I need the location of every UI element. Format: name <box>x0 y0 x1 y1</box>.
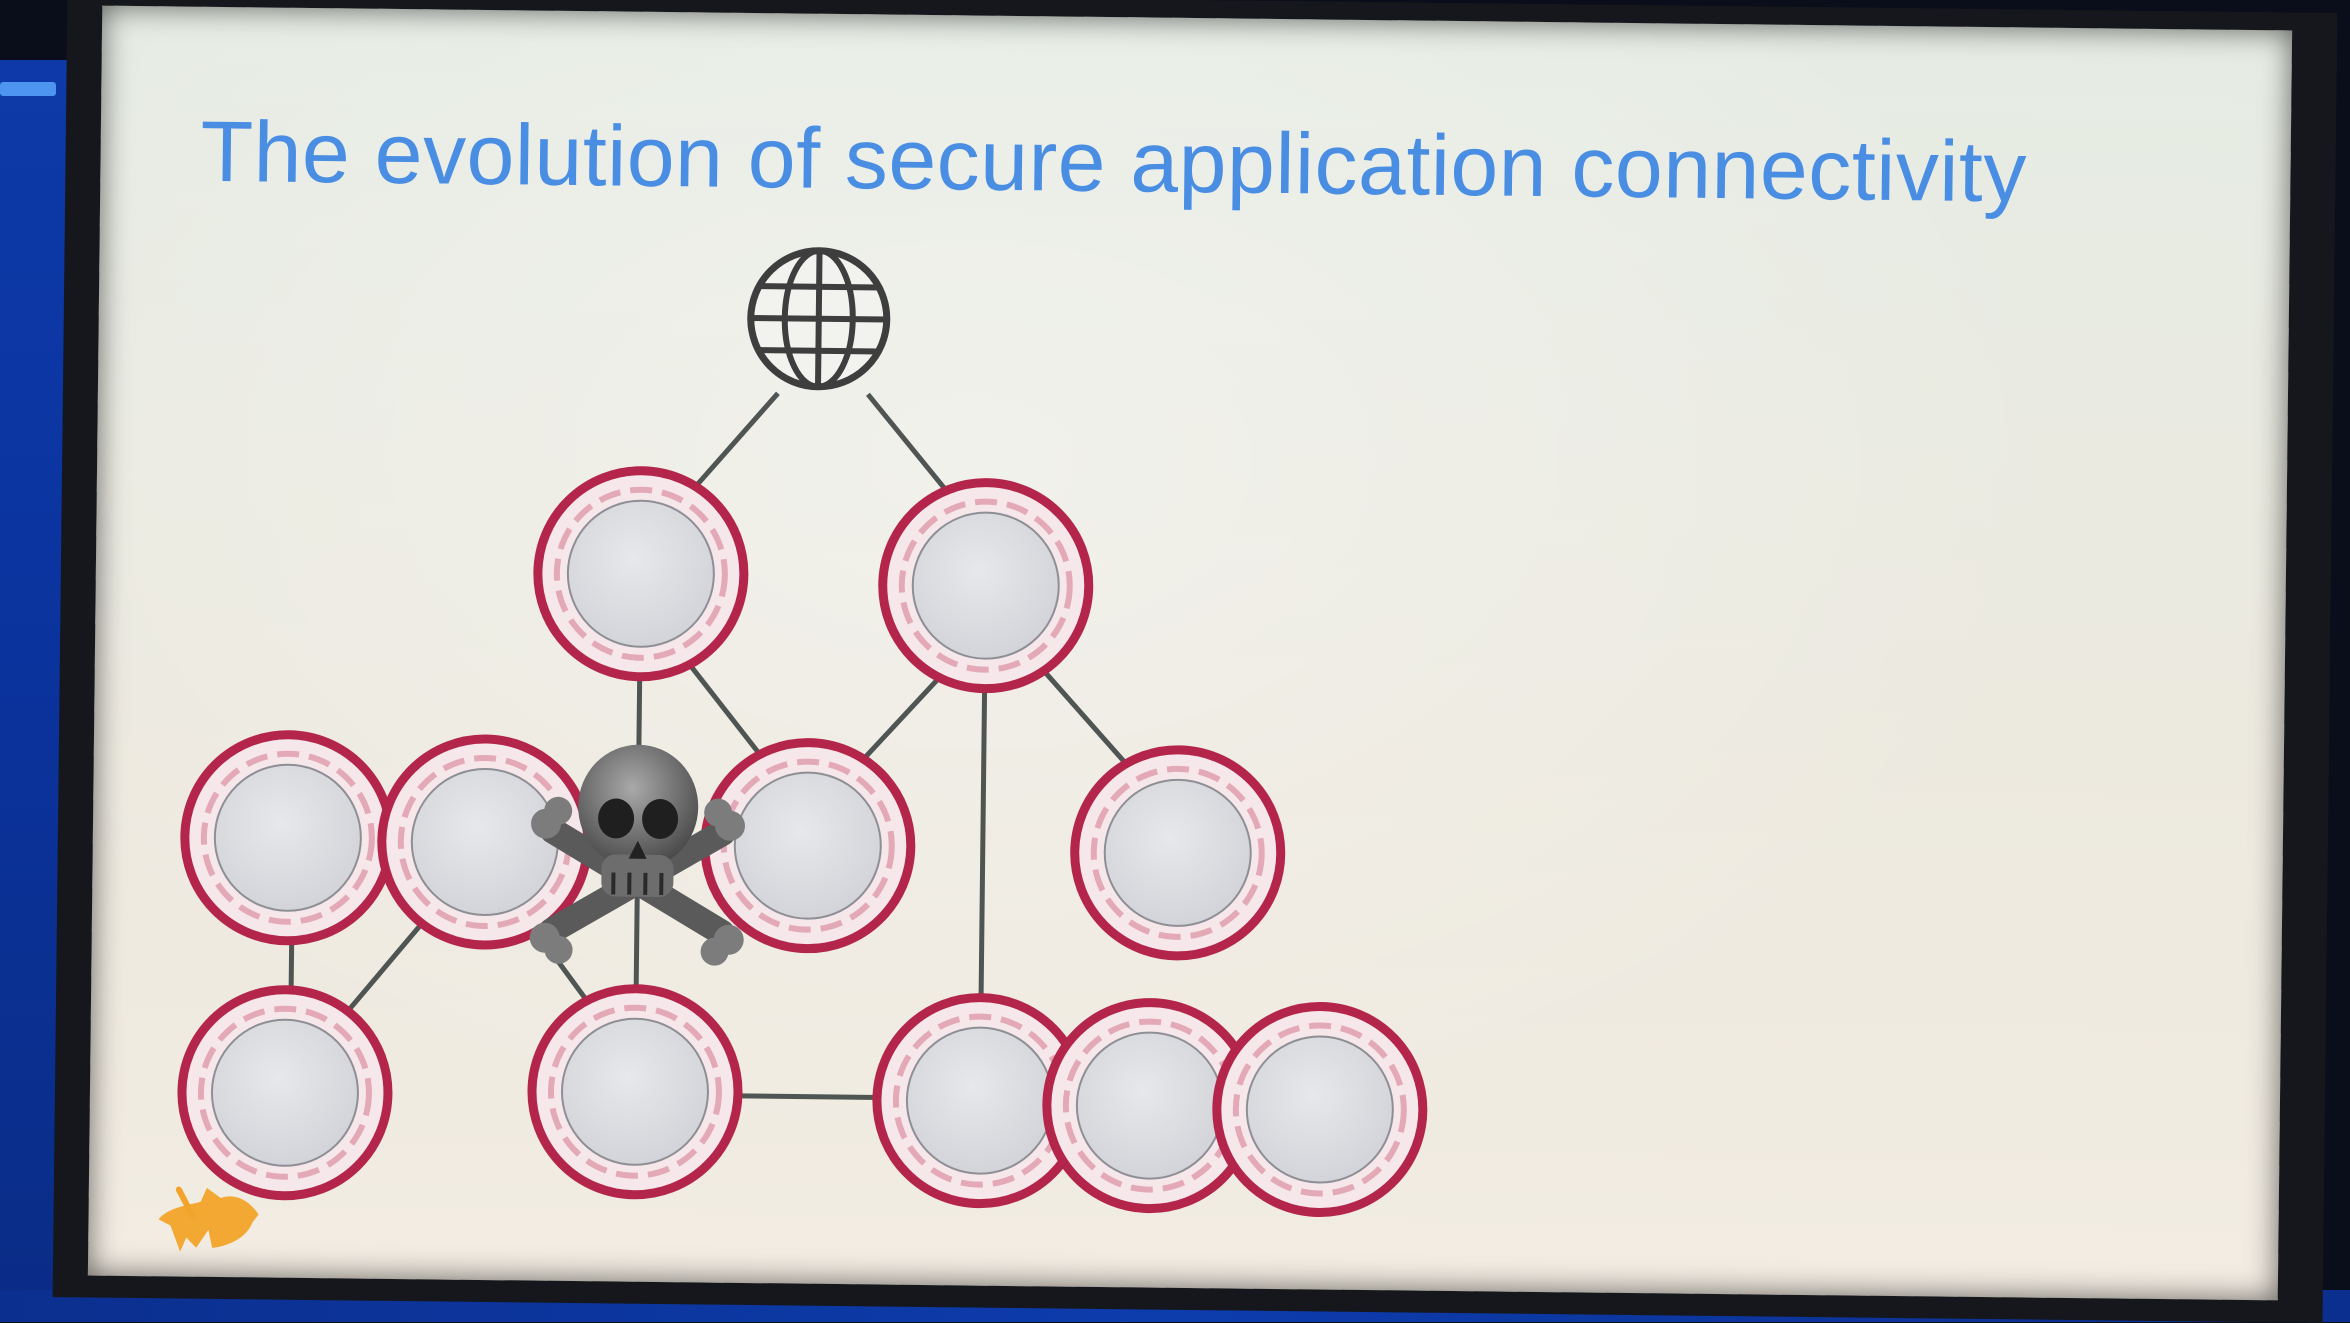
service-node <box>184 734 392 942</box>
service-nodes <box>181 466 1430 1214</box>
link <box>981 676 985 1011</box>
service-node <box>531 988 739 1196</box>
logo-mark <box>158 1187 259 1252</box>
service-node <box>704 742 912 950</box>
globe-icon <box>750 250 888 388</box>
network-diagram <box>88 6 2292 1301</box>
service-node <box>181 989 389 1197</box>
link <box>1039 666 1135 772</box>
service-node <box>1216 1005 1424 1213</box>
service-node <box>1074 749 1282 957</box>
presentation-slide: The evolution of secure application conn… <box>88 6 2292 1301</box>
indicator-light <box>0 82 56 96</box>
service-node <box>537 470 745 678</box>
service-node <box>882 482 1090 690</box>
